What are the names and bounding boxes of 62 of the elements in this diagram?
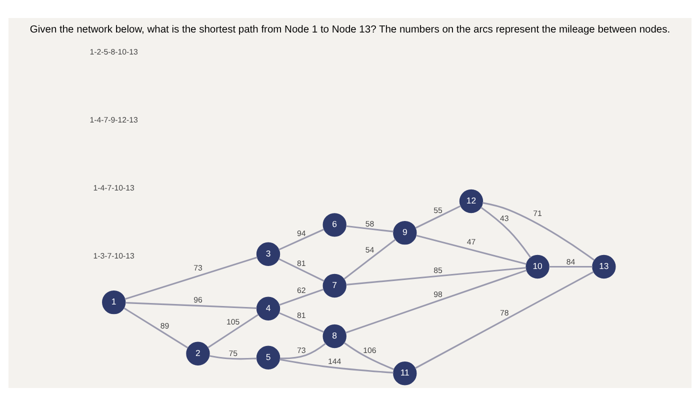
edge-label: 85	[434, 266, 442, 275]
node-circle: 12	[459, 188, 484, 213]
edge-label: 58	[365, 218, 374, 228]
node-circle: 2	[186, 341, 210, 365]
edge-label: 81	[297, 310, 306, 320]
label: 1-3-7-10-13	[93, 250, 134, 260]
connector	[278, 312, 324, 332]
edge-label: 144	[328, 356, 342, 366]
edge-label: 106	[363, 345, 376, 354]
connector	[124, 307, 188, 348]
node-circle: 6	[322, 212, 346, 236]
edge-label: 54	[365, 245, 374, 254]
connector	[208, 313, 259, 348]
edge-label: 75	[228, 348, 238, 358]
edge-label: 105	[226, 316, 240, 326]
node-circle: 4	[256, 296, 280, 320]
edge-label: 89	[160, 320, 170, 330]
label: 1-4-7-9-12-13	[90, 115, 138, 124]
edge-label: 84	[566, 256, 576, 266]
node-circle: 11	[393, 361, 417, 385]
connector	[279, 358, 394, 373]
node-circle: 1	[102, 290, 126, 314]
node-circle: 13	[592, 254, 616, 278]
node-circle: 8	[322, 324, 346, 348]
edge-label: 43	[500, 213, 509, 222]
connector	[124, 256, 258, 300]
connector	[278, 288, 324, 306]
edge-label: 62	[297, 285, 306, 294]
connector	[549, 265, 592, 268]
edge-label: 73	[194, 263, 202, 272]
diagram-title: Given the network below, what is the shortest path from Node 1 to Node 13? The numbers on the arcs represent the mileage between nodes.	[30, 24, 670, 36]
edge-label: 78	[500, 308, 509, 318]
connector	[416, 234, 526, 264]
edge-label: 94	[297, 228, 306, 238]
label: 1-2-5-8-10-13	[90, 47, 138, 56]
label: 1-4-7-10-13	[93, 183, 134, 192]
connector	[344, 342, 394, 370]
connector	[346, 266, 526, 285]
node-circle: 10	[526, 254, 550, 278]
node-circle: 7	[322, 273, 346, 298]
connector	[345, 269, 527, 333]
node-circle: 9	[393, 220, 417, 244]
connector	[125, 301, 257, 308]
connector	[415, 204, 462, 228]
connector	[346, 224, 394, 232]
node-circle: 3	[256, 242, 280, 266]
edge-label: 55	[434, 206, 442, 215]
edge-label: 81	[297, 258, 306, 268]
connector	[280, 342, 326, 359]
connector	[480, 206, 532, 258]
edge-label: 47	[466, 237, 476, 246]
node-circle: 5	[256, 345, 280, 369]
edge-label: 73	[297, 345, 306, 354]
connector	[344, 238, 396, 280]
edge-label: 71	[533, 208, 542, 218]
connector	[209, 354, 257, 360]
edge-label: 96	[194, 294, 202, 304]
connector	[482, 202, 595, 260]
connector	[414, 270, 594, 368]
edge-label: 98	[434, 289, 442, 298]
connector	[278, 228, 324, 250]
connector	[278, 258, 324, 282]
